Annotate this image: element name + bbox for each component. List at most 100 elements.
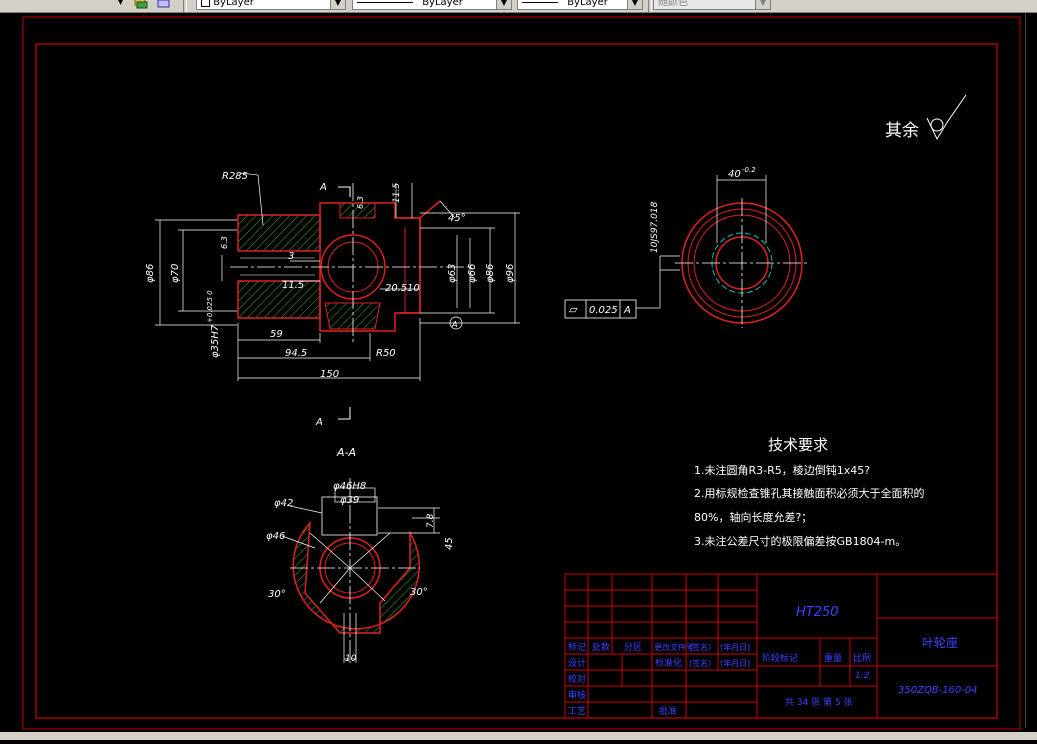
tech-req-line-4: 3.未注公差尺寸的极限偏差按GB1804-m。 bbox=[694, 534, 906, 548]
toolbar-separator bbox=[648, 0, 652, 12]
dim-dia-63: φ63 bbox=[447, 264, 458, 283]
tb-r-std: 标准化 bbox=[655, 657, 682, 669]
tb-sheets: 共 34 张 第 5 张 bbox=[785, 696, 852, 708]
dim-45: 45 bbox=[444, 537, 455, 550]
dim-spline: 10JS97.018 bbox=[650, 201, 660, 253]
dim-dia-39: φ39 bbox=[340, 495, 359, 506]
dim-3: 3 bbox=[288, 251, 294, 262]
lineweight-combo-value: ByLayer bbox=[567, 0, 608, 8]
side-view: 40 -0.2 10JS97.018 ⏥ 0.025 A bbox=[564, 166, 810, 328]
dim-59: 59 bbox=[270, 329, 283, 340]
dim-dia-42: φ42 bbox=[274, 498, 293, 509]
dropdown-arrow-icon[interactable]: ▾ bbox=[118, 0, 124, 8]
tb-r-design: 设计 bbox=[568, 657, 586, 669]
vertical-scrollbar[interactable] bbox=[1025, 13, 1037, 728]
section-label: A-A bbox=[336, 446, 356, 459]
properties-toolbar: ▾ ByLayer ▼ ByLayer ▼ ByLayer ▼ 随颜色 ▼ bbox=[0, 0, 1037, 13]
linetype-combo-value: ByLayer bbox=[422, 0, 463, 8]
flatness-symbol: ⏥ bbox=[569, 303, 578, 316]
tb-weight: 重量 bbox=[824, 652, 842, 664]
color-swatch-icon bbox=[201, 0, 210, 7]
dim-20-5: 20.5 bbox=[385, 283, 407, 294]
tol-40: -0.2 bbox=[742, 166, 756, 174]
tb-r-review: 审核 bbox=[568, 689, 586, 701]
dim-150: 150 bbox=[320, 369, 339, 380]
dim-11-5-mid: 11.5 bbox=[282, 280, 304, 291]
tech-req-line-1: 1.未注圆角R3-R5，棱边倒钝1x45? bbox=[694, 463, 870, 477]
surface-symbol-text: 其余 bbox=[885, 121, 919, 141]
flatness-datum: A bbox=[623, 305, 631, 316]
dim-dia-86-left: φ86 bbox=[145, 264, 156, 283]
plotstyle-combo[interactable]: 随颜色 ▼ bbox=[653, 0, 771, 10]
lineweight-combo[interactable]: ByLayer ▼ bbox=[517, 0, 643, 10]
dim-7-8: 7.8 bbox=[426, 513, 436, 528]
dim-30-deg-left: 30° bbox=[268, 589, 286, 600]
tb-scale-val: 1:2 bbox=[855, 671, 870, 681]
tb-h-mark: 标记 bbox=[568, 641, 586, 653]
dim-6-3-top: 6.3 bbox=[356, 196, 365, 209]
tb-r-process: 工艺 bbox=[568, 706, 586, 717]
chevron-down-icon[interactable]: ▼ bbox=[496, 0, 511, 9]
tb-h-docno: 更改文件号 bbox=[654, 642, 694, 652]
tb-h-sign: (签名) bbox=[689, 642, 711, 652]
surface-roughness-symbol: 其余 bbox=[885, 94, 967, 141]
front-view: R285 A 6.3 11.5 45° 6.3 3 11.5 20.5 10 φ… bbox=[145, 171, 520, 428]
dim-11-5-top: 11.5 bbox=[392, 183, 402, 203]
label-a-top: A bbox=[319, 182, 327, 193]
datum-label-front: A bbox=[451, 320, 457, 329]
drawing-svg[interactable]: 其余 bbox=[0, 13, 1037, 740]
dim-dia-70: φ70 bbox=[170, 264, 181, 283]
tb-part-name: 叶轮座 bbox=[922, 635, 958, 650]
inner-frame bbox=[35, 43, 998, 719]
tb-material: HT250 bbox=[796, 605, 839, 620]
color-combo[interactable]: ByLayer ▼ bbox=[196, 0, 346, 10]
drawing-canvas[interactable]: 其余 bbox=[0, 13, 1037, 740]
dim-dia-66: φ66 bbox=[467, 264, 478, 283]
label-a-bottom: A bbox=[315, 417, 323, 428]
dim-10: 10 bbox=[407, 283, 420, 294]
tech-req-line-2: 2.用标规检查锥孔其接触面积必须大于全面积的 bbox=[694, 486, 925, 500]
dim-r50: R50 bbox=[376, 348, 396, 359]
dim-10-section: 10 bbox=[345, 654, 357, 664]
tb-h-count: 处数 bbox=[592, 641, 610, 653]
horizontal-scrollbar[interactable] bbox=[0, 732, 1037, 740]
dim-dia-46: φ46 bbox=[266, 531, 285, 542]
chevron-down-icon[interactable]: ▼ bbox=[755, 0, 770, 9]
title-block: 标记 处数 分区 更改文件号 (签名) (年月日) 设计 标准化 (签名) (年… bbox=[564, 573, 998, 719]
tb-r-check: 校对 bbox=[568, 673, 586, 685]
layer-previous-icon[interactable] bbox=[156, 0, 172, 10]
dim-94-5: 94.5 bbox=[285, 348, 307, 359]
tb-stage: 阶段标记 bbox=[762, 652, 798, 664]
tb-drawing-no: 350ZQB-160-04 bbox=[898, 685, 978, 696]
dim-30-deg-right: 30° bbox=[410, 587, 428, 598]
tech-req-title: 技术要求 bbox=[768, 436, 828, 454]
dim-6-3-left: 6.3 bbox=[220, 236, 229, 249]
chevron-down-icon[interactable]: ▼ bbox=[627, 0, 642, 9]
linetype-combo[interactable]: ByLayer ▼ bbox=[352, 0, 512, 10]
toolbar-separator bbox=[183, 0, 187, 12]
tb-h-date: (年月日) bbox=[720, 642, 750, 652]
tech-req-line-3: 80%，轴向长度允差?； bbox=[694, 510, 812, 524]
technical-requirements: 技术要求 1.未注圆角R3-R5，棱边倒钝1x45? 2.用标规检查锥孔其接触面… bbox=[694, 436, 925, 548]
color-combo-value: ByLayer bbox=[213, 0, 254, 8]
dim-dia-35: φ35H7 bbox=[210, 324, 221, 358]
section-view: A-A φ46H8 φ39 φ42 φ46 7.8 bbox=[266, 446, 455, 664]
flatness-value: 0.025 bbox=[589, 305, 618, 316]
dim-r285: R285 bbox=[222, 171, 248, 182]
linetype-sample-icon bbox=[357, 1, 413, 3]
layer-states-icon[interactable] bbox=[134, 0, 148, 10]
chevron-down-icon[interactable]: ▼ bbox=[330, 0, 345, 9]
tb-h-zone: 分区 bbox=[624, 642, 642, 653]
tol-dia-35: +0.025 0 bbox=[206, 290, 214, 323]
lineweight-sample-icon bbox=[522, 1, 558, 3]
tb-scale: 比例 bbox=[853, 652, 871, 664]
dim-45-deg: 45° bbox=[448, 213, 466, 224]
tb-r-approve: 批准 bbox=[659, 705, 677, 717]
tb-r-sign2: (签名) bbox=[689, 658, 711, 668]
dim-dia-86-right: φ86 bbox=[485, 264, 496, 283]
outer-frame bbox=[22, 16, 1021, 730]
tb-r-date2: (年月日) bbox=[720, 658, 750, 668]
plotstyle-combo-value: 随颜色 bbox=[658, 0, 688, 8]
dim-40: 40 bbox=[728, 169, 741, 180]
dim-dia-96: φ96 bbox=[505, 264, 516, 283]
